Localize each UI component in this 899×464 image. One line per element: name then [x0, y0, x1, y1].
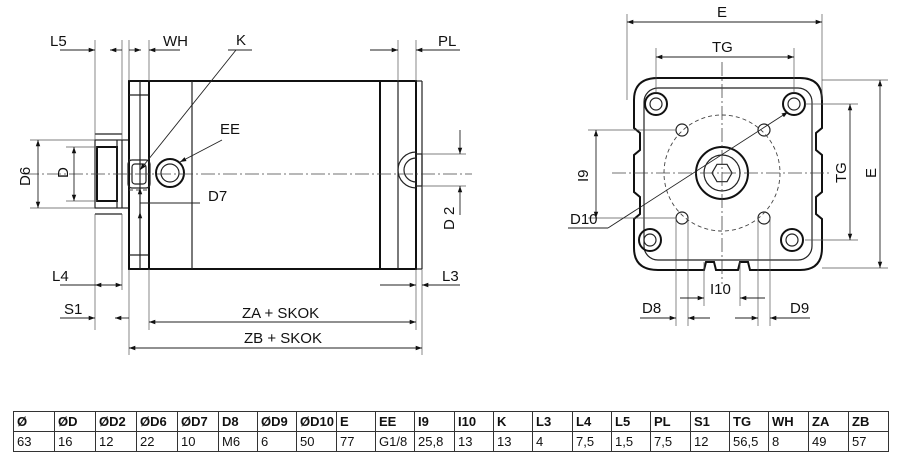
table-cell: 6 — [257, 431, 297, 452]
table-header-row: Ø ØD ØD2 ØD6 ØD7 D8 ØD9 ØD10 E EE I9 I10… — [13, 411, 889, 432]
label-pl: PL — [438, 33, 456, 50]
label-l3: L3 — [442, 268, 459, 285]
leader-d10 — [607, 111, 789, 229]
table-cell: 13 — [493, 431, 533, 452]
label-d7: D7 — [208, 188, 227, 205]
table-cell: 10 — [177, 431, 219, 452]
label-tg-top: TG — [712, 39, 733, 56]
label-za: ZA + SKOK — [242, 305, 319, 322]
label-d2: D 2 — [441, 207, 458, 230]
table-cell: 56,5 — [729, 431, 769, 452]
table-header: K — [493, 411, 533, 432]
label-i9: I9 — [575, 169, 592, 182]
table-cell: 12 — [95, 431, 137, 452]
side-view: L5 WH K PL EE D6 D D7 D 2 L4 S1 L3 ZA + … — [17, 32, 472, 355]
table-header: WH — [768, 411, 809, 432]
table-cell: 13 — [454, 431, 494, 452]
table-cell: 7,5 — [572, 431, 612, 452]
table-header: L4 — [572, 411, 612, 432]
table-header: E — [336, 411, 376, 432]
table-cell: 57 — [848, 431, 889, 452]
dim-d6-d — [30, 139, 97, 209]
table-cell: 50 — [296, 431, 337, 452]
label-d6: D6 — [17, 167, 34, 186]
dim-front-top — [626, 14, 823, 100]
table-header: ZA — [808, 411, 849, 432]
table-cell: 1,5 — [611, 431, 651, 452]
label-d8: D8 — [642, 300, 661, 317]
table-header: EE — [375, 411, 415, 432]
table-cell: 7,5 — [650, 431, 691, 452]
table-header: Ø — [13, 411, 55, 432]
label-wh: WH — [163, 33, 188, 50]
table-cell: 22 — [136, 431, 178, 452]
table-cell: 4 — [532, 431, 573, 452]
dim-i9 — [588, 129, 676, 219]
rear-port — [397, 151, 466, 189]
dimensions-table: Ø ØD ØD2 ØD6 ØD7 D8 ØD9 ØD10 E EE I9 I10… — [13, 411, 889, 452]
label-tg-right: TG — [833, 162, 850, 183]
table-cell: 49 — [808, 431, 849, 452]
dim-top — [60, 40, 460, 140]
label-d10: D10 — [570, 211, 598, 228]
leader-k — [139, 49, 237, 171]
label-e-right: E — [863, 168, 880, 178]
label-i10: I10 — [710, 281, 731, 298]
label-l4: L4 — [52, 268, 69, 285]
table-cell: G1/8 — [375, 431, 415, 452]
dim-d7 — [137, 188, 200, 232]
table-header: ØD — [54, 411, 96, 432]
table-header: S1 — [690, 411, 730, 432]
dim-front-right — [805, 79, 888, 269]
label-s1: S1 — [64, 301, 82, 318]
label-e-top: E — [717, 4, 727, 21]
table-header: ØD9 — [257, 411, 297, 432]
table-cell: 8 — [768, 431, 809, 452]
table-header: ØD6 — [136, 411, 178, 432]
front-view: E TG I9 TG E D10 I10 D8 D9 — [568, 4, 888, 326]
label-l5: L5 — [50, 33, 67, 50]
table-header: TG — [729, 411, 769, 432]
label-d9: D9 — [790, 300, 809, 317]
table-cell: 77 — [336, 431, 376, 452]
inner-holes — [675, 123, 771, 225]
port-ee — [155, 158, 185, 188]
technical-drawing: L5 WH K PL EE D6 D D7 D 2 L4 S1 L3 ZA + … — [17, 4, 888, 355]
table-header: ZB — [848, 411, 889, 432]
dim-bottom — [60, 214, 460, 355]
dim-front-bottom — [640, 218, 810, 326]
table-row: 63 16 12 22 10 M6 6 50 77 G1/8 25,8 13 1… — [13, 431, 889, 452]
table-header: L5 — [611, 411, 651, 432]
table-cell: 25,8 — [414, 431, 455, 452]
label-zb: ZB + SKOK — [244, 330, 322, 347]
label-ee: EE — [220, 121, 240, 138]
table-header: ØD2 — [95, 411, 137, 432]
table-header: I10 — [454, 411, 494, 432]
table-header: ØD7 — [177, 411, 219, 432]
table-cell: 16 — [54, 431, 96, 452]
table-header: I9 — [414, 411, 455, 432]
leader-ee — [179, 139, 223, 163]
table-cell: M6 — [218, 431, 258, 452]
table-header: PL — [650, 411, 691, 432]
front-flange — [633, 77, 823, 271]
table-cell: 63 — [13, 431, 55, 452]
table-header: D8 — [218, 411, 258, 432]
table-header: ØD10 — [296, 411, 337, 432]
table-header: L3 — [532, 411, 573, 432]
label-k: K — [236, 32, 246, 49]
label-d: D — [55, 167, 72, 178]
table-cell: 12 — [690, 431, 730, 452]
